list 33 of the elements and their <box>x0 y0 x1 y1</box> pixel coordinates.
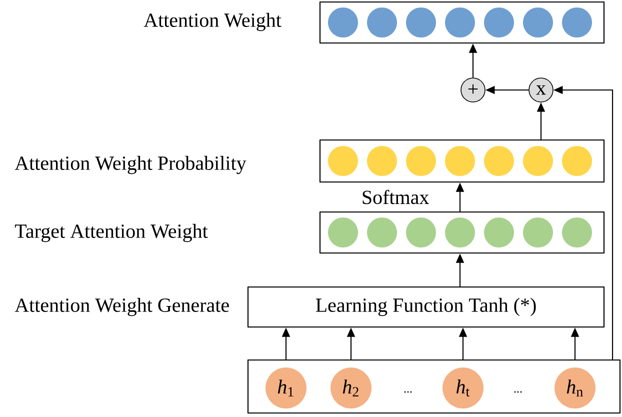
edge-label: Softmax <box>360 188 431 206</box>
circle <box>406 146 436 176</box>
circle <box>562 8 592 38</box>
circle <box>523 146 553 176</box>
circle <box>328 8 358 38</box>
circle <box>523 218 553 248</box>
circle <box>484 8 514 38</box>
layer-box <box>247 359 621 414</box>
circle <box>406 218 436 248</box>
circle <box>484 218 514 248</box>
layer-label: Attention Weight Probability <box>14 156 246 174</box>
layer-box <box>319 211 605 254</box>
circle <box>367 8 397 38</box>
layer-label: Attention Weight <box>144 12 282 32</box>
layer-box <box>319 1 605 44</box>
circle <box>562 218 592 248</box>
layer-box <box>319 139 605 183</box>
circle <box>445 146 475 176</box>
ellipsis: ... <box>514 391 522 393</box>
circle <box>523 8 553 38</box>
layer-label: Attention Weight Generate <box>14 298 229 316</box>
layer-label: Target Attention Weight <box>14 224 208 242</box>
circle <box>328 146 358 176</box>
circle <box>367 218 397 248</box>
layer-box: Learning Function Tanh (*) <box>247 286 605 328</box>
circle <box>445 8 475 38</box>
circle <box>367 146 397 176</box>
ellipsis: ... <box>404 391 412 393</box>
circle <box>562 146 592 176</box>
circle <box>406 8 436 38</box>
circle <box>328 218 358 248</box>
circle <box>445 218 475 248</box>
circle <box>484 146 514 176</box>
